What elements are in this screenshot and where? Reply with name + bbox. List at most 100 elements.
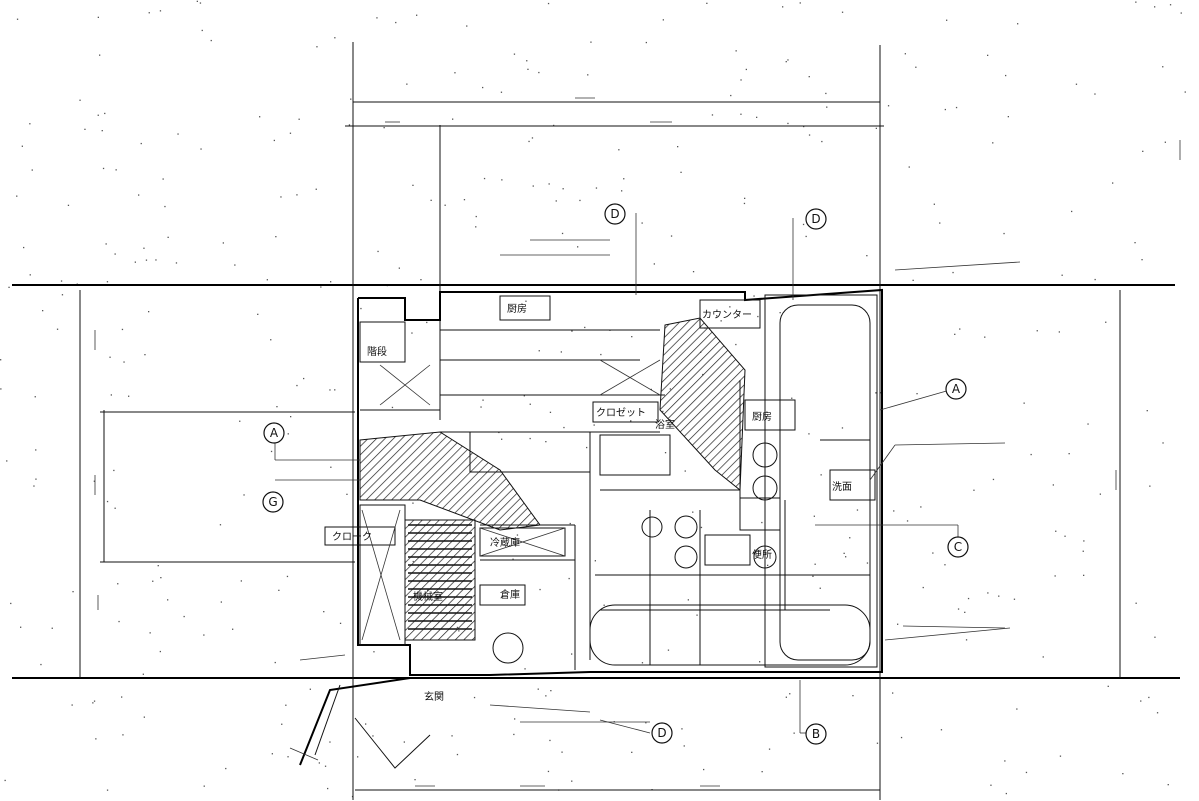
scan-speck [234, 264, 236, 266]
scan-speck [225, 767, 227, 770]
scan-speck [93, 480, 95, 482]
scan-speck [1013, 598, 1016, 600]
scan-speck [641, 662, 644, 664]
scan-speck [318, 762, 320, 764]
scan-speck [650, 388, 652, 391]
scan-speck [406, 83, 408, 85]
scan-speck [34, 396, 36, 398]
grid-lines [12, 42, 1181, 800]
scan-speck [920, 506, 922, 508]
room-label: 機械室 [413, 590, 443, 603]
scan-speck [501, 179, 503, 181]
scan-speck [286, 575, 289, 578]
scan-speck [912, 279, 914, 281]
scan-speck [1112, 182, 1114, 184]
scan-speck [1068, 453, 1070, 455]
section-mark: B [805, 723, 827, 745]
scan-speck [16, 18, 19, 20]
scan-speck [757, 315, 759, 318]
scan-speck [296, 194, 298, 196]
svg-text:D: D [610, 207, 619, 221]
scan-speck [631, 751, 633, 753]
scan-speck [148, 311, 150, 313]
room-label: クローク [332, 531, 372, 543]
scan-speck [134, 261, 136, 263]
scan-speck [115, 169, 117, 171]
scan-speck [954, 333, 956, 335]
scan-speck [768, 748, 771, 750]
scan-speck [167, 236, 169, 238]
scan-speck [232, 628, 234, 630]
scan-speck [480, 406, 482, 408]
scan-speck [105, 243, 107, 245]
room-label: 玄関 [424, 690, 444, 703]
scan-speck [782, 6, 784, 8]
scan-speck [684, 470, 686, 472]
scan-speck [841, 427, 844, 429]
scan-speck [84, 128, 86, 130]
scan-speck [152, 580, 154, 582]
svg-text:A: A [952, 382, 961, 396]
scan-speck [547, 2, 550, 5]
scan-speck [475, 215, 477, 218]
scan-speck [377, 250, 379, 253]
room-label: 厨房 [507, 302, 527, 315]
scan-speck [243, 494, 245, 496]
section-mark: G [262, 491, 284, 513]
scan-speck [117, 583, 119, 585]
scan-speck [767, 564, 769, 566]
scan-speck [756, 116, 758, 118]
scan-speck [555, 200, 557, 202]
scan-speck [579, 199, 581, 202]
scan-speck [93, 700, 96, 702]
scan-speck [630, 420, 632, 422]
scan-speck [761, 771, 763, 773]
scan-speck [516, 534, 519, 536]
scan-speck [327, 787, 329, 790]
scan-speck [998, 595, 1000, 597]
scan-speck [514, 718, 516, 720]
scan-speck [31, 169, 33, 171]
scan-speck [323, 611, 325, 613]
scan-speck [939, 222, 941, 224]
scan-speck [940, 729, 943, 731]
scan-speck [528, 140, 530, 143]
scan-speck [843, 552, 845, 554]
scan-speck [373, 651, 375, 653]
scan-speck [416, 14, 418, 16]
room-label: 階段 [367, 345, 387, 358]
scan-speck [571, 653, 573, 655]
scan-speck [787, 59, 789, 61]
scan-speck [952, 271, 954, 274]
scan-speck [1075, 83, 1078, 85]
scan-speck [320, 286, 322, 288]
scan-speck [99, 54, 101, 56]
scan-speck [95, 738, 97, 740]
scan-speck [20, 626, 22, 628]
cross-marks [361, 359, 661, 641]
scan-speck [568, 577, 570, 580]
scan-speck [955, 106, 958, 109]
scan-speck [123, 361, 125, 363]
scan-speck [1003, 232, 1005, 235]
scan-speck [590, 41, 592, 43]
scan-speck [897, 623, 899, 625]
svg-text:D: D [657, 726, 666, 740]
scan-speck [932, 552, 934, 554]
scan-speck [571, 330, 573, 332]
scan-speck [523, 395, 525, 397]
scan-speck [10, 602, 12, 605]
scan-speck [802, 223, 805, 226]
svg-text:D: D [811, 212, 820, 226]
scan-speck [711, 114, 714, 116]
scan-speck [239, 420, 241, 422]
scan-speck [1087, 423, 1089, 425]
scan-speck [1071, 210, 1073, 213]
scan-speck [142, 673, 144, 675]
scan-speck [992, 478, 995, 481]
scan-speck [537, 688, 539, 690]
scan-speck [866, 562, 869, 564]
scan-speck [875, 392, 877, 394]
room-labels: 厨房 階段 クローク 冷蔵庫 カウンター 厨房 クロゼット 浴室 洗面 便所 玄… [332, 302, 852, 703]
